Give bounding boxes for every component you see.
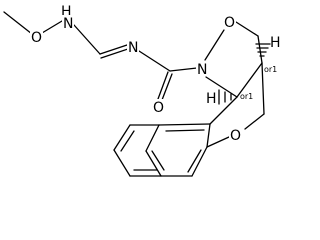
stereo-label-left: or1	[240, 92, 253, 101]
atom-o-pyran: O	[230, 128, 241, 144]
bond-nap-2	[191, 146, 208, 177]
atom-n-ring: N	[197, 62, 207, 78]
bond-ch-n-double-b	[100, 48, 129, 59]
stereo-label-top: or1	[264, 65, 277, 74]
bond-c-o-double-b	[161, 73, 173, 101]
atom-o-isoxazolidine: O	[224, 15, 235, 31]
atom-h-left: H	[206, 91, 217, 107]
bonds	[3, 11, 265, 177]
stereo-bonds	[218, 43, 271, 105]
molecule-structure: H N O N N O O O H H or1 or1	[3, 4, 281, 177]
bond-ch-n-double-a	[99, 44, 128, 55]
bond-o-ch2	[235, 21, 259, 37]
bond-nap-4-inner	[151, 150, 165, 171]
bond-nap-4	[145, 150, 162, 177]
bond-nap-1	[206, 123, 211, 148]
bond-c3a-c11b	[236, 62, 263, 98]
atom-h-top: H	[270, 35, 281, 51]
bond-o-nh	[41, 20, 63, 34]
atom-n-imine: N	[128, 40, 138, 56]
bond-ch2-o-pyran	[244, 113, 265, 130]
bond-c11b-aryl	[209, 96, 238, 125]
bond-o-aryl	[206, 136, 230, 148]
bond-nap-5	[145, 124, 160, 152]
hashed-wedge-top	[255, 43, 271, 57]
bond-c11b-n	[205, 76, 238, 98]
atom-o-methoxy: O	[31, 30, 42, 46]
bond-c3a-ch2-pyran	[261, 62, 265, 115]
bond-nap-6	[158, 123, 211, 126]
bond-nap-8	[113, 124, 131, 151]
bond-nap-6-inner	[165, 129, 205, 132]
bond-n-carbonyl-c	[138, 50, 171, 72]
bond-nap-8-inner	[120, 130, 135, 152]
atom-h-amine: H	[61, 4, 72, 20]
hashed-wedge-left	[218, 89, 232, 105]
bond-n-o-ring	[204, 29, 225, 61]
bond-carbonyl-c-n	[169, 67, 198, 72]
bond-nap-2-inner	[187, 149, 202, 173]
atom-n-amine: N	[63, 16, 73, 32]
bond-nap-9	[113, 149, 131, 177]
atom-o-carbonyl: O	[153, 100, 164, 116]
bond-ch3-o	[3, 11, 33, 35]
bond-ch2-c3a	[257, 35, 263, 64]
atom-labels: H N O N N O O O H H or1 or1	[30, 4, 281, 144]
bond-nh-ch	[73, 24, 101, 55]
bond-c-o-double-a	[157, 71, 169, 100]
